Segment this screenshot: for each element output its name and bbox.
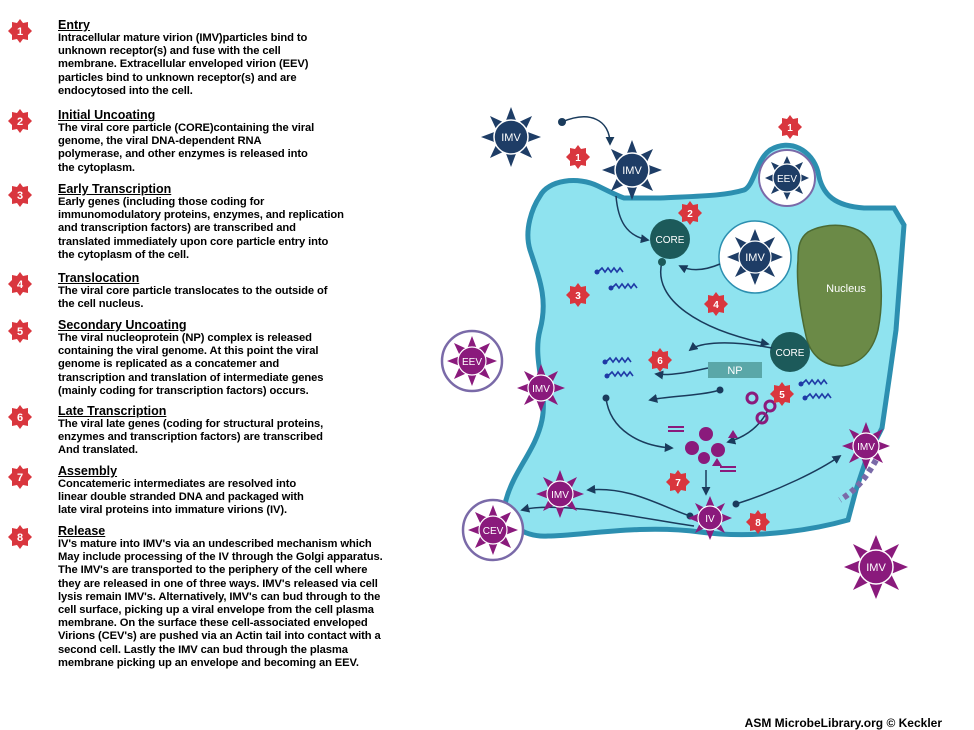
eev-endocytosed: EEV — [758, 149, 816, 207]
step-description: The viral core particle translocates to … — [58, 285, 328, 311]
step-badge-4: 4 — [8, 272, 32, 296]
svg-text:1: 1 — [787, 123, 793, 134]
svg-text:2: 2 — [17, 116, 23, 128]
svg-text:IV: IV — [705, 514, 715, 525]
svg-text:IMV: IMV — [745, 252, 765, 264]
step-badge-5: 5 — [8, 319, 32, 343]
step-title: Initial Uncoating — [58, 108, 156, 122]
step-description: Concatemeric intermediates are resolved … — [58, 478, 304, 517]
late-proteins-cluster — [685, 427, 738, 466]
svg-text:4: 4 — [713, 300, 719, 311]
svg-text:3: 3 — [575, 291, 581, 302]
step-title: Translocation — [58, 271, 140, 285]
imv-budding-left: IMV — [517, 364, 565, 412]
diagram-badge-7: 7 — [666, 470, 690, 494]
svg-text:5: 5 — [779, 390, 785, 401]
step-title: Release — [58, 524, 106, 538]
svg-text:IMV: IMV — [622, 165, 642, 177]
core-particle: CORE — [650, 219, 690, 259]
svg-text:8: 8 — [755, 518, 761, 529]
svg-text:5: 5 — [17, 326, 23, 338]
cev-particle: CEV — [461, 498, 525, 562]
step-description: Intracellular mature virion (IMV)particl… — [58, 32, 309, 97]
step-badge-2: 2 — [8, 109, 32, 133]
diagram-badge-1b: 1 — [778, 115, 802, 139]
step-description: The viral nucleoprotein (NP) complex is … — [58, 332, 324, 397]
concatemer-dna — [745, 391, 777, 425]
diagram-badge-4: 4 — [704, 292, 728, 316]
step-title: Assembly — [58, 464, 118, 478]
imv-fusing: IMV — [602, 140, 662, 200]
svg-text:IMV: IMV — [501, 132, 521, 144]
step-badge-3: 3 — [8, 183, 32, 207]
diagram-badge-1a: 1 — [566, 145, 590, 169]
step-badge-6: 6 — [8, 405, 32, 429]
step-description: The viral late genes (coding for structu… — [58, 418, 324, 457]
step-badge-8: 8 — [8, 525, 32, 549]
iv-particle: IV — [688, 496, 732, 540]
step-legend: 1 Entry Intracellular mature virion (IMV… — [0, 0, 440, 700]
step-title: Early Transcription — [58, 182, 172, 196]
eev-released: EEV — [440, 329, 504, 393]
svg-text:4: 4 — [17, 279, 24, 291]
step-description: The viral core particle (CORE)containing… — [58, 122, 315, 174]
step-title: Late Transcription — [58, 404, 167, 418]
svg-text:1: 1 — [17, 26, 23, 38]
lysis-membrane-break — [838, 458, 879, 503]
svg-text:CORE: CORE — [656, 235, 685, 246]
svg-text:CEV: CEV — [483, 526, 504, 537]
step-badge-7: 7 — [8, 465, 32, 489]
svg-text:3: 3 — [17, 190, 23, 202]
imv-transport-left: IMV — [536, 470, 584, 518]
svg-text:7: 7 — [17, 472, 23, 484]
diagram-badge-2: 2 — [678, 201, 702, 225]
imv-released-lysis: IMV — [844, 535, 908, 599]
nucleus-label: Nucleus — [826, 283, 866, 295]
diagram-badge-8: 8 — [746, 510, 770, 534]
svg-text:2: 2 — [687, 209, 693, 220]
step-badge-1: 1 — [8, 19, 32, 43]
svg-text:IMV: IMV — [857, 442, 875, 453]
svg-text:IMV: IMV — [866, 562, 886, 574]
svg-text:NP: NP — [727, 365, 742, 377]
svg-text:7: 7 — [675, 478, 681, 489]
svg-text:CORE: CORE — [776, 348, 805, 359]
step-description: IV's mature into IMV's via an undescribe… — [58, 538, 383, 669]
svg-text:6: 6 — [657, 356, 663, 367]
core-particle-perinuclear: CORE — [770, 332, 810, 372]
diagram-badge-3: 3 — [566, 283, 590, 307]
source-credit: ASM MicrobeLibrary.org © Keckler — [744, 716, 942, 730]
diagram-badge-5: 5 — [770, 382, 794, 406]
nucleus — [796, 224, 882, 367]
svg-text:1: 1 — [575, 153, 581, 164]
step-title: Secondary Uncoating — [58, 318, 187, 332]
step-title: Entry — [58, 18, 90, 32]
imv-in-vesicle: IMV — [718, 220, 792, 294]
step-description: Early genes (including those coding for … — [58, 196, 344, 261]
svg-text:6: 6 — [17, 412, 23, 424]
imv-particle-outside: IMV — [481, 107, 541, 167]
svg-text:IMV: IMV — [532, 384, 550, 395]
np-complex: NP — [708, 362, 762, 378]
svg-text:IMV: IMV — [551, 490, 569, 501]
svg-text:EEV: EEV — [777, 174, 797, 185]
svg-text:EEV: EEV — [462, 357, 482, 368]
diagram-badge-6: 6 — [648, 348, 672, 372]
imv-transport-right: IMV — [842, 422, 890, 470]
svg-text:8: 8 — [17, 532, 23, 544]
mrna-transcripts — [597, 266, 832, 400]
